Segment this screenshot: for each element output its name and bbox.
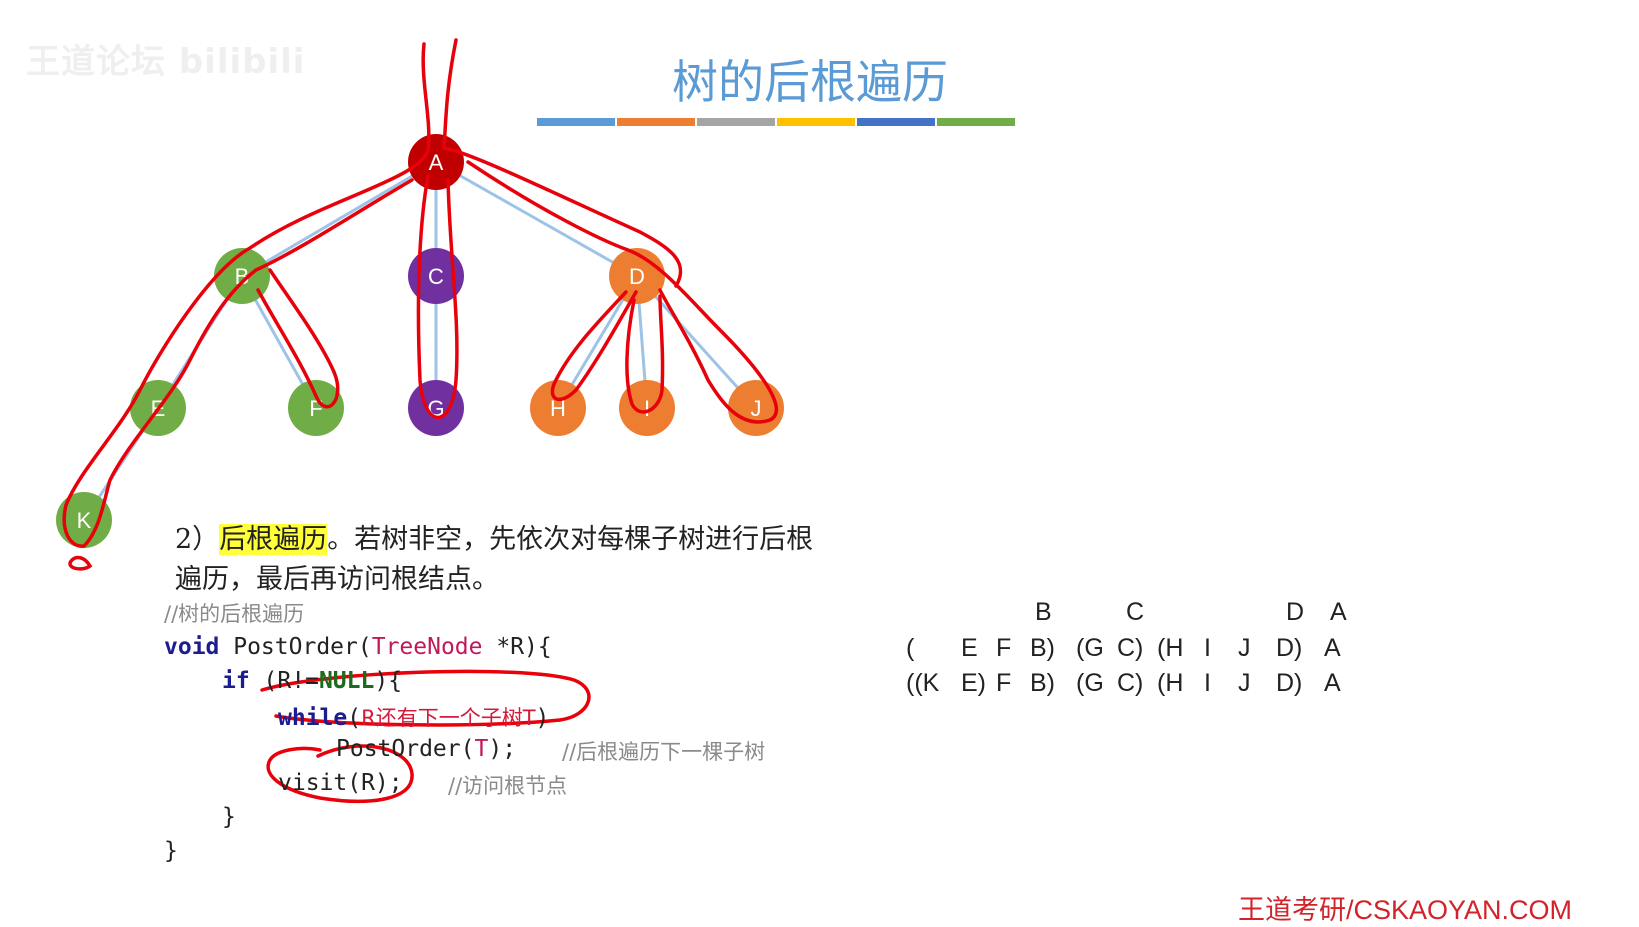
footer-credit: 王道考研/CSKAOYAN.COM [1238,895,1573,925]
sequence-token: (H [1157,669,1184,697]
cond-a: (R!= [249,668,319,694]
type-name: TreeNode [371,634,483,660]
color-bar-segment [697,118,775,126]
red-annotation-stroke [62,42,431,548]
red-annotation-stroke [82,178,414,548]
color-bar-segment [857,118,935,126]
arg-t: T [474,736,489,762]
tree-edge [635,274,758,410]
sequence-token: F [996,634,1012,662]
tree-node-label: I [644,396,650,421]
sequence-token: C) [1117,669,1144,697]
fn-name: PostOrder( [219,634,372,660]
red-annotation-stroke [442,38,683,288]
sequence-token: B) [1030,634,1055,662]
code-line-1: void PostOrder(TreeNode *R){ [164,634,552,660]
red-annotation-circle [260,669,591,727]
sequence-token: ( [906,634,915,662]
sequence-token: B [1035,598,1052,626]
while-condition: R还有下一个子树T [361,706,536,730]
tree-node-label: K [77,508,92,533]
bilibili-watermark: 王道论坛 bilibili [26,42,306,82]
sequence-token: ((K [906,669,940,697]
postorder-description: 2）后根遍历。若树非空，先依次对每棵子树进行后根遍历，最后再访问根结点。 [175,520,815,600]
code-line-2: if (R!=NULL){ [222,668,402,694]
sequence-token: (G [1076,634,1104,662]
cond-b: ){ [374,668,403,694]
sequence-token: D) [1276,634,1303,662]
tree-node-label: J [751,396,762,421]
red-annotation-stroke [550,290,638,402]
red-annotation-stroke [416,174,459,420]
color-bar-segment [617,118,695,126]
sequence-token: A [1330,598,1347,626]
sequence-token: F [996,669,1012,697]
red-annotation-stroke [68,555,93,571]
code-line-3: while(R还有下一个子树T) [278,702,549,732]
params-end: *R){ [482,634,552,660]
sequence-token: B) [1030,669,1055,697]
call-name: PostOrder( [336,736,475,762]
keyword: while [278,705,348,731]
code-line-6: } [222,804,236,830]
red-annotation-circle [266,744,414,804]
sequence-token: A [1324,669,1341,697]
description-prefix: 2） [175,524,220,555]
sequence-token: A [1324,634,1341,662]
sequence-token: C) [1117,634,1144,662]
description-text: 。若树非空，先依次对每棵子树进行后根遍历，最后再访问根结点。 [175,524,814,595]
sequence-token: (H [1157,634,1184,662]
code-line-7: } [164,838,178,864]
tree-edge [241,160,437,278]
sequence-token: (G [1076,669,1104,697]
sequence-token: E [961,634,978,662]
paren-close: ) [535,705,550,731]
tree-node-label: B [235,264,250,289]
sequence-token: I [1204,669,1211,697]
sequence-token: I [1204,634,1211,662]
tree-node-b [214,248,270,304]
keyword: if [222,668,250,694]
color-bar-segment [937,118,1015,126]
highlighted-term: 后根遍历 [219,524,328,555]
tree-node-label: D [629,264,645,289]
tree-node-label: C [428,264,444,289]
slide-title: 树的后根遍历 [672,55,948,109]
sequence-token: E) [961,669,986,697]
sequence-token: D [1286,598,1305,626]
null-literal: NULL [318,668,375,694]
sequence-token: J [1238,634,1251,662]
sequence-token: J [1238,669,1251,697]
red-annotation-stroke [256,268,340,409]
sequence-token: D) [1276,669,1303,697]
keyword: void [164,634,220,660]
tree-node-label: A [429,150,444,175]
color-bar-segment [537,118,615,126]
tree-node-c [408,248,464,304]
code-comment-visit: //访问根节点 [448,774,568,798]
code-line-4: PostOrder(T); [336,736,516,762]
sequence-token: C [1126,598,1145,626]
paren-open: ( [347,705,362,731]
call-end: ); [488,736,517,762]
code-comment-title: //树的后根遍历 [164,602,305,626]
code-line-5: visit(R); [278,770,403,796]
tree-node-label: H [550,396,566,421]
code-comment-recurse: //后根遍历下一棵子树 [562,740,766,764]
tree-node-k [56,492,112,548]
tree-edge [435,160,638,278]
color-bar-segment [777,118,855,126]
red-annotation-stroke [466,160,778,424]
red-annotation-stroke [625,294,665,414]
tree-node-f [288,380,344,436]
